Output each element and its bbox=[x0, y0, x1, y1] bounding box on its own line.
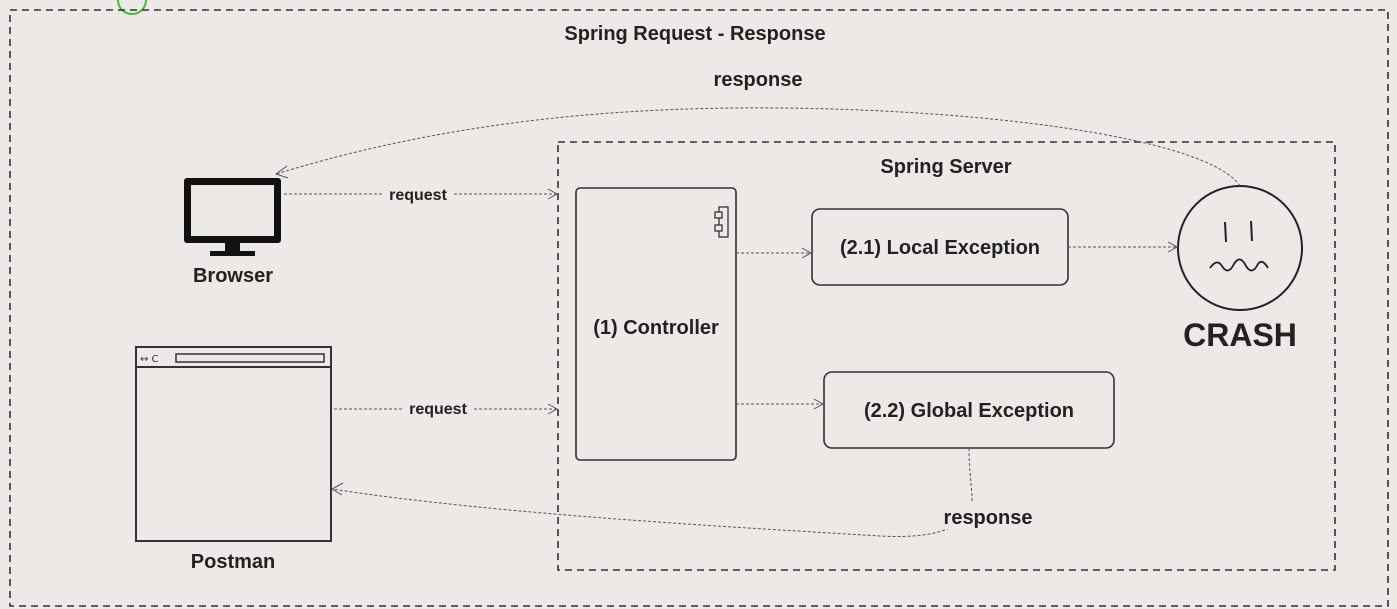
controller-label: (1) Controller bbox=[593, 317, 719, 339]
bottom-response-label: response bbox=[944, 507, 1033, 529]
crash-browser-response-curve bbox=[275, 107, 1241, 187]
monitor-icon bbox=[184, 178, 281, 256]
bottom-response-label-bg bbox=[932, 503, 1044, 529]
server-frame bbox=[557, 141, 1336, 571]
component-icon bbox=[714, 206, 729, 238]
browser-request-label-bg bbox=[383, 184, 453, 204]
browser-window-icon bbox=[135, 346, 332, 542]
controller-box bbox=[575, 187, 737, 461]
server-title: Spring Server bbox=[880, 156, 1011, 178]
postman-toolbar-glyphs: ↔ C bbox=[140, 354, 159, 365]
sad-face-icon bbox=[1177, 185, 1303, 311]
postman-request-arrowhead bbox=[547, 403, 559, 415]
controller-local-arrowhead bbox=[801, 247, 813, 259]
local-crash-arrowhead bbox=[1167, 241, 1179, 253]
browser-label: Browser bbox=[193, 265, 273, 287]
postman-request-label-bg bbox=[403, 399, 473, 419]
global-postman-response-curve bbox=[331, 447, 973, 538]
postman-label: Postman bbox=[191, 551, 275, 573]
browser-request-arrowhead bbox=[547, 188, 559, 200]
postman-request-label: request bbox=[409, 401, 467, 418]
global-exception-label: (2.2) Global Exception bbox=[864, 400, 1074, 422]
top-response-label: response bbox=[714, 69, 803, 91]
outer-frame bbox=[9, 9, 1389, 607]
diagram-title: Spring Request - Response bbox=[564, 23, 825, 45]
crash-label: CRASH bbox=[1183, 317, 1297, 353]
crash-browser-arrowhead bbox=[274, 165, 289, 179]
global-postman-arrowhead bbox=[330, 482, 344, 496]
browser-request-label: request bbox=[389, 187, 447, 204]
partial-green-circle bbox=[117, 0, 147, 15]
local-exception-label: (2.1) Local Exception bbox=[840, 237, 1040, 259]
controller-global-arrowhead bbox=[813, 398, 825, 410]
